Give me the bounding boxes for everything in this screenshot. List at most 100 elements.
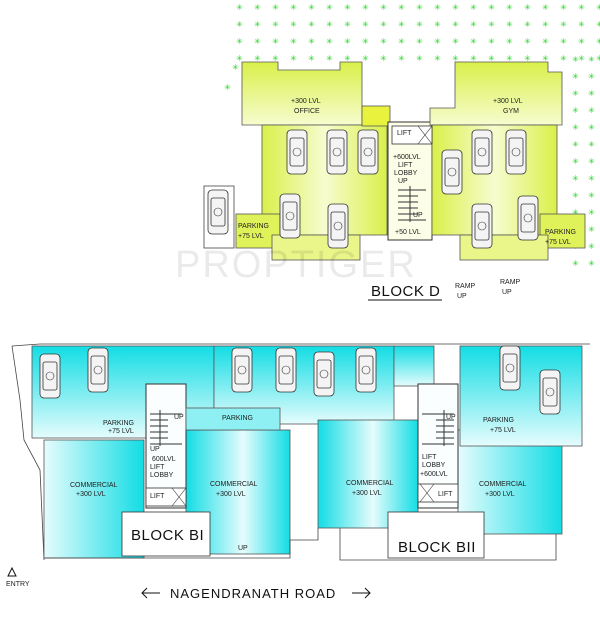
block-bii-stairs [422,410,454,446]
block-d-lobby-up: UP [398,178,408,185]
tree-icon: ✳ [290,37,297,46]
tree-icon: ✳ [470,3,477,12]
tree-icon: ✳ [398,20,405,29]
tree-icon: ✳ [578,3,585,12]
car-icon [539,369,561,415]
tree-icon: ✳ [578,37,585,46]
block-bii-lift-label: LIFT [438,491,453,498]
ramp-1-up: UP [457,293,467,300]
gym-wing [429,61,563,126]
tree-icon: ✳ [398,3,405,12]
tree-icon: ✳ [572,208,579,217]
tree-icon: ✳ [236,20,243,29]
tree-icon: ✳ [588,123,595,132]
tree-icon: ✳ [326,20,333,29]
tree-icon: ✳ [236,3,243,12]
tree-icon: ✳ [434,54,441,63]
tree-icon: ✳ [416,3,423,12]
tree-icon: ✳ [434,20,441,29]
tree-icon: ✳ [272,37,279,46]
tree-icon: ✳ [344,20,351,29]
entry-label: ENTRY [6,581,30,588]
tree-icon: ✳ [596,20,600,29]
car-icon [517,195,539,241]
tree-icon: ✳ [560,3,567,12]
tree-icon: ✳ [588,55,595,64]
block-bi-lobby-up: UP [150,446,160,453]
parked-cars [39,129,561,415]
car-icon [207,189,229,235]
block-d-lobby-lift: LIFT [398,162,413,169]
mid-parking-label: PARKING [222,415,253,422]
block-bi-stair-core [145,383,187,509]
entry-arrow-icon [7,566,17,577]
tree-icon: ✳ [362,3,369,12]
arrow-right-icon [364,587,371,599]
tree-icon: ✳ [572,106,579,115]
tree-icon: ✳ [362,54,369,63]
entry-marker: ENTRY [6,566,30,588]
block-d-stair-up: UP [413,212,423,219]
block-d-parking-left-level: +75 LVL [238,233,264,240]
tree-icon: ✳ [560,54,567,63]
tree-icon: ✳ [398,54,405,63]
tree-icon: ✳ [542,3,549,12]
tree-icon: ✳ [572,72,579,81]
tree-icon: ✳ [344,37,351,46]
block-bi-lift-label: LIFT [150,493,165,500]
tree-icon: ✳ [588,208,595,217]
tree-icon: ✳ [488,54,495,63]
tree-icon: ✳ [232,63,239,72]
tree-icon: ✳ [380,20,387,29]
car-icon [275,347,297,393]
tree-icon: ✳ [572,157,579,166]
tree-icon: ✳ [572,191,579,200]
tree-icon: ✳ [506,3,513,12]
tree-icon: ✳ [588,72,595,81]
car-icon [441,149,463,195]
gym-label: GYM [503,108,519,115]
tree-icon: ✳ [308,54,315,63]
block-bi-title: BLOCK BI [131,527,204,544]
office-label: OFFICE [294,108,320,115]
tree-icon: ✳ [524,3,531,12]
tree-icon: ✳ [506,54,513,63]
tree-icon: ✳ [572,174,579,183]
tree-icon: ✳ [344,54,351,63]
tree-icon: ✳ [560,20,567,29]
tree-icon: ✳ [572,55,579,64]
landscape-trees: ✳✳✳✳✳✳✳✳✳✳✳✳✳✳✳✳✳✳✳✳✳✳✳✳✳✳✳✳✳✳✳✳✳✳✳✳✳✳✳✳… [224,3,600,268]
tree-icon: ✳ [588,157,595,166]
office-wing [241,61,363,126]
tree-icon: ✳ [380,37,387,46]
block-bii-lobby-lift: LIFT [422,454,437,461]
block-bii-parking-label: PARKING [483,417,514,424]
block-d-lobby-level: +600LVL [393,154,421,161]
road: NAGENDRANATH ROAD [141,586,371,601]
tree-icon: ✳ [272,54,279,63]
tree-icon: ✳ [572,140,579,149]
block-bii-commercial-right-label: COMMERCIAL [479,481,527,488]
block-d-outer-bay [203,185,235,249]
tree-icon: ✳ [560,37,567,46]
tree-icon: ✳ [434,37,441,46]
block-bi-lobby-level: 600LVL [152,456,176,463]
tree-icon: ✳ [588,259,595,268]
gym-level: +300 LVL [493,98,523,105]
car-icon [471,129,493,175]
tree-icon: ✳ [488,37,495,46]
office-level: +300 LVL [291,98,321,105]
arrow-left-icon [141,587,148,599]
block-d-parking-left-label: PARKING [238,223,269,230]
tree-icon: ✳ [362,37,369,46]
road-name: NAGENDRANATH ROAD [170,586,336,601]
block-d-lift-label: LIFT [397,130,412,137]
tree-icon: ✳ [542,54,549,63]
block-bii-lift-box [417,483,459,503]
tree-icon: ✳ [488,3,495,12]
tree-icon: ✳ [416,20,423,29]
car-icon [231,347,253,393]
block-bii-commercial-left-level: +300 LVL [352,490,382,497]
tree-icon: ✳ [596,37,600,46]
